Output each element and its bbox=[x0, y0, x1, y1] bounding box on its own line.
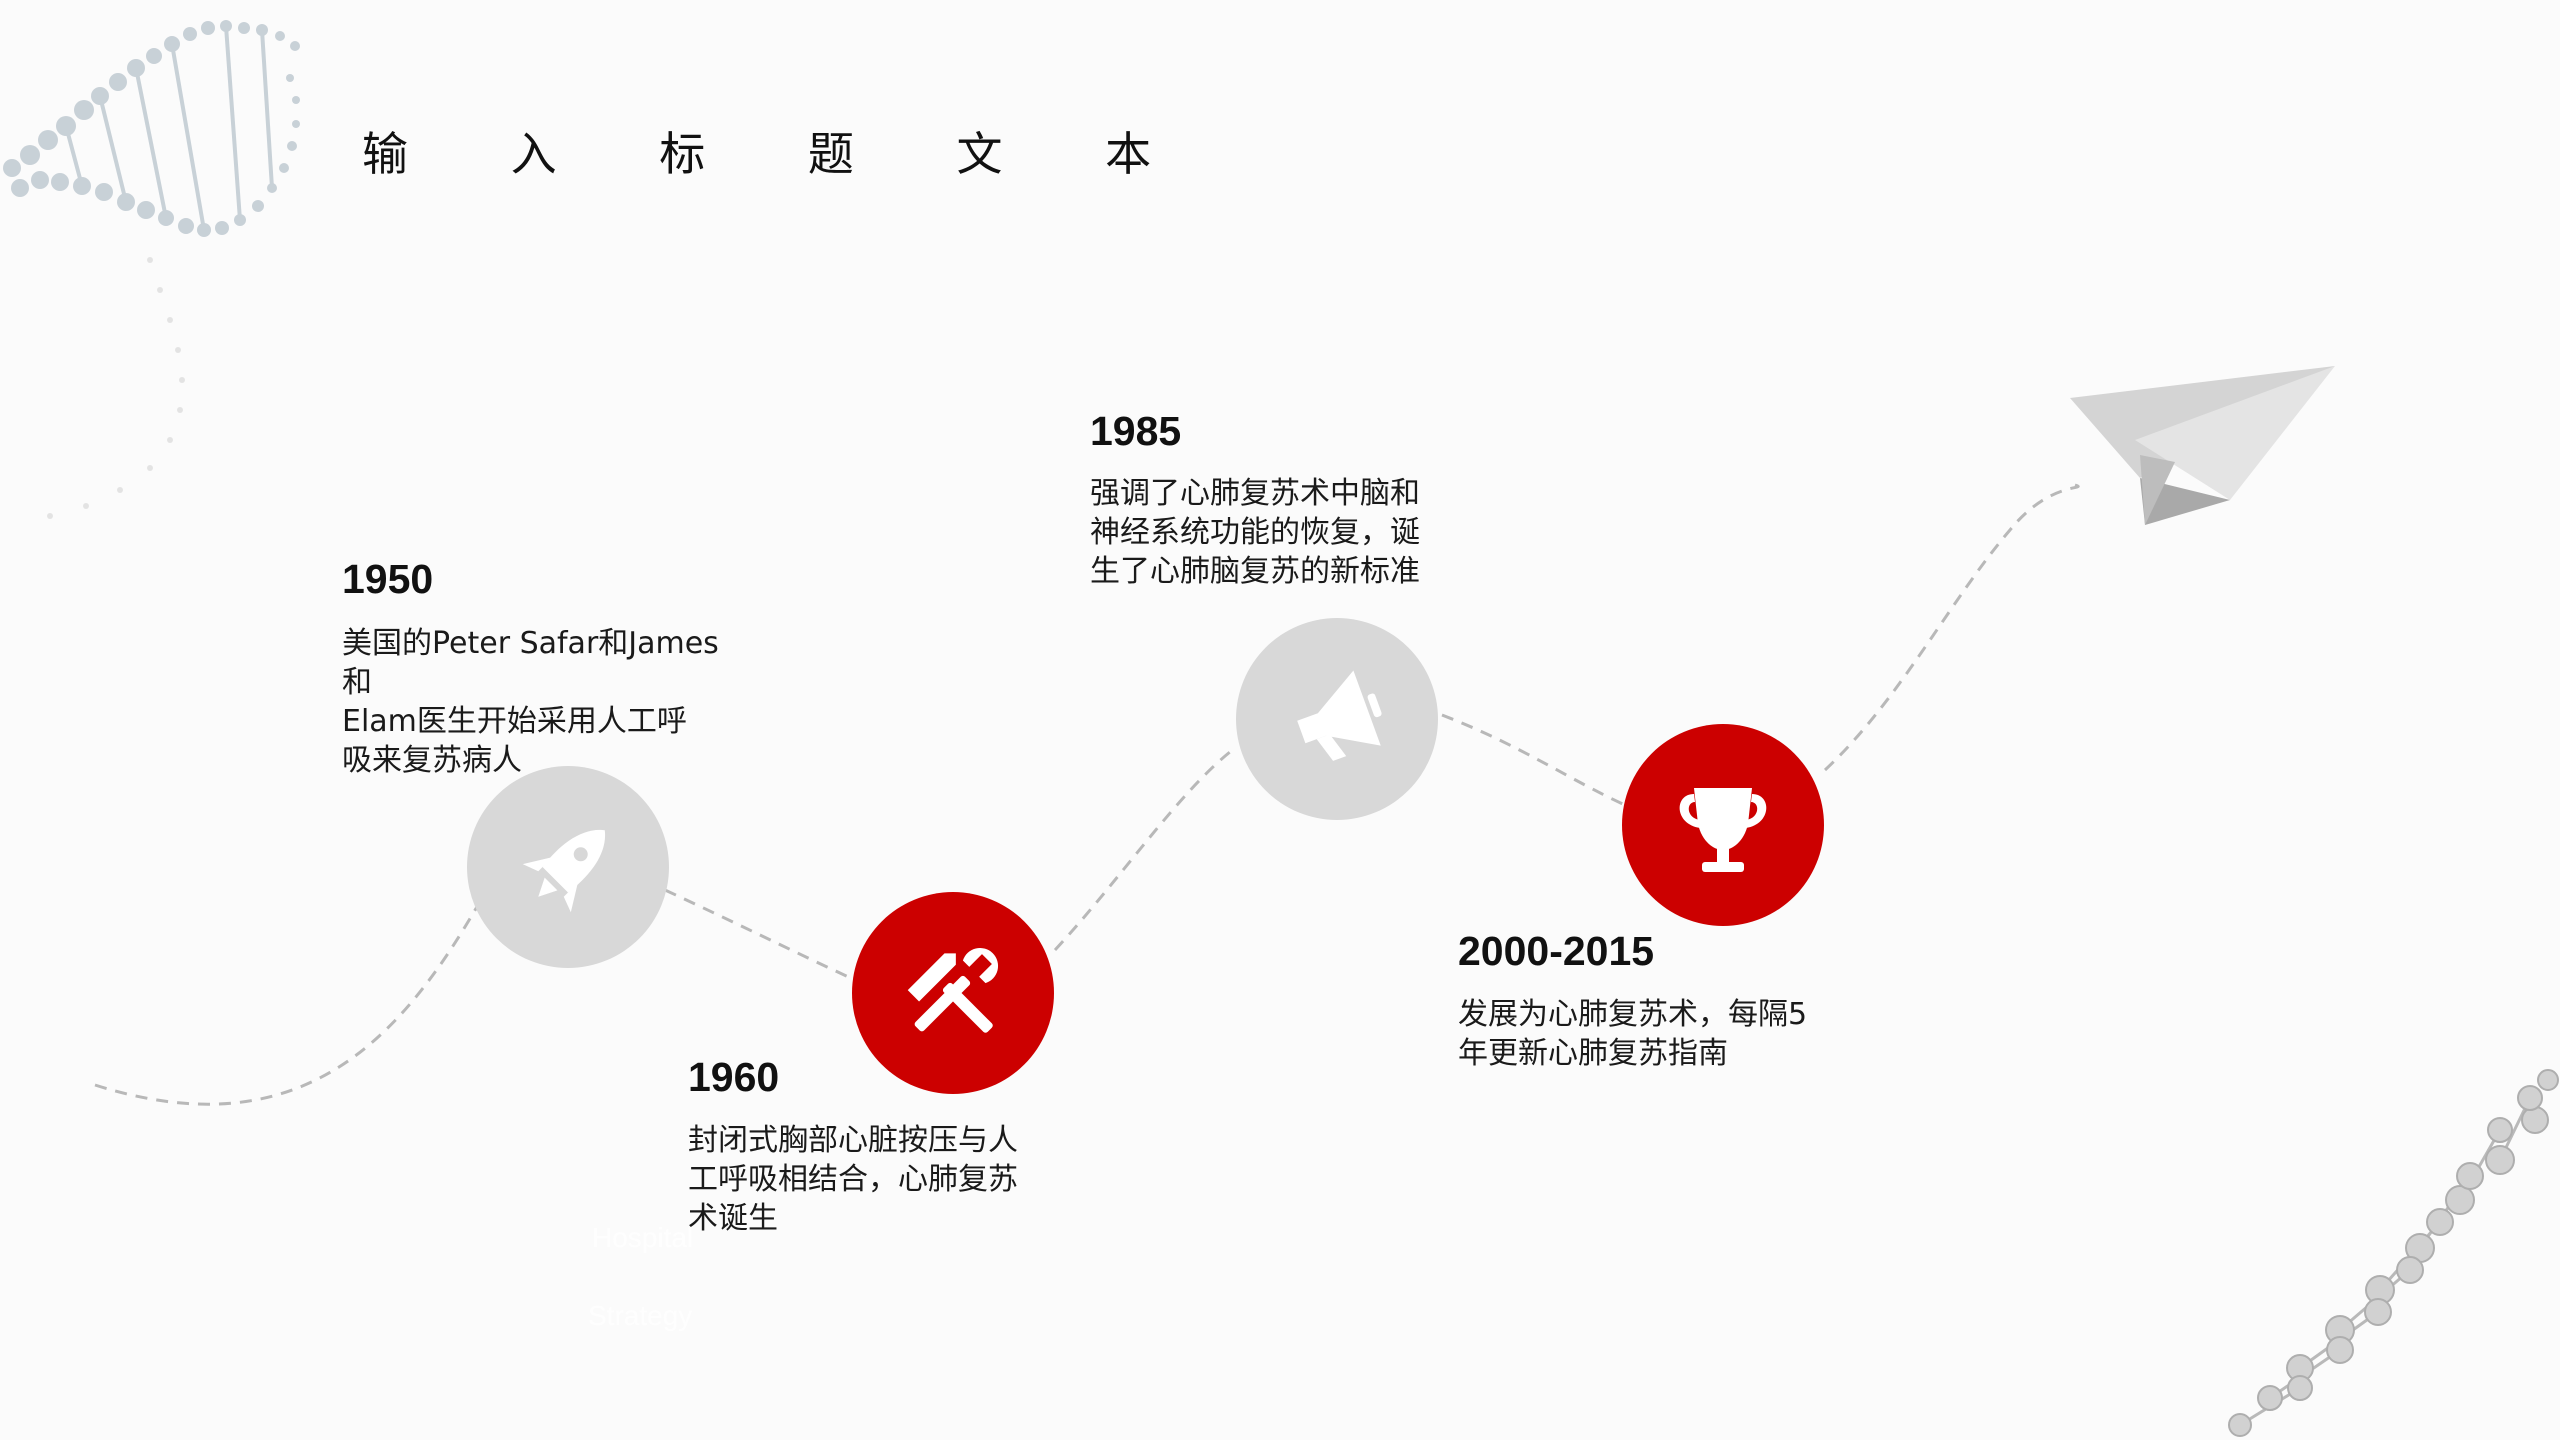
event-description: 封闭式胸部心脏按压与人 工呼吸相结合，心肺复苏 术诞生 bbox=[688, 1123, 1018, 1236]
event-description: 强调了心肺复苏术中脑和 神经系统功能的恢复，诞 生了心肺脑复苏的新标准 bbox=[1090, 476, 1420, 589]
timeline-node-1960 bbox=[852, 892, 1054, 1094]
timeline-dashed-path bbox=[94, 483, 2080, 1106]
event-description: 美国的Peter Safar和James和 Elam医生开始采用人工呼 吸来复苏… bbox=[342, 626, 719, 778]
year-label: 2000-2015 bbox=[1458, 928, 1655, 974]
dna-helix-top-left bbox=[3, 20, 300, 519]
timeline-node-1950 bbox=[467, 766, 669, 968]
faint-watermark-text: Hospital bbox=[592, 1222, 694, 1253]
paper-plane-icon bbox=[2070, 366, 2335, 525]
timeline-node-2000-2015 bbox=[1622, 724, 1824, 926]
rocket-icon bbox=[522, 830, 605, 913]
trophy-icon bbox=[1679, 788, 1767, 872]
event-description: 发展为心肺复苏术，每隔5 年更新心肺复苏指南 bbox=[1458, 997, 1808, 1071]
dna-helix-bottom-right bbox=[2228, 1069, 2559, 1437]
year-label: 1985 bbox=[1090, 408, 1182, 454]
year-label: 1950 bbox=[342, 556, 434, 602]
megaphone-icon bbox=[1297, 670, 1382, 761]
tools-icon bbox=[907, 948, 998, 1033]
year-label: 1960 bbox=[688, 1054, 780, 1100]
slide-title: 输 入 标 题 文 本 bbox=[362, 127, 1196, 181]
faint-watermark-text: Strategy bbox=[588, 1300, 693, 1331]
timeline-node-1985 bbox=[1236, 618, 1438, 820]
